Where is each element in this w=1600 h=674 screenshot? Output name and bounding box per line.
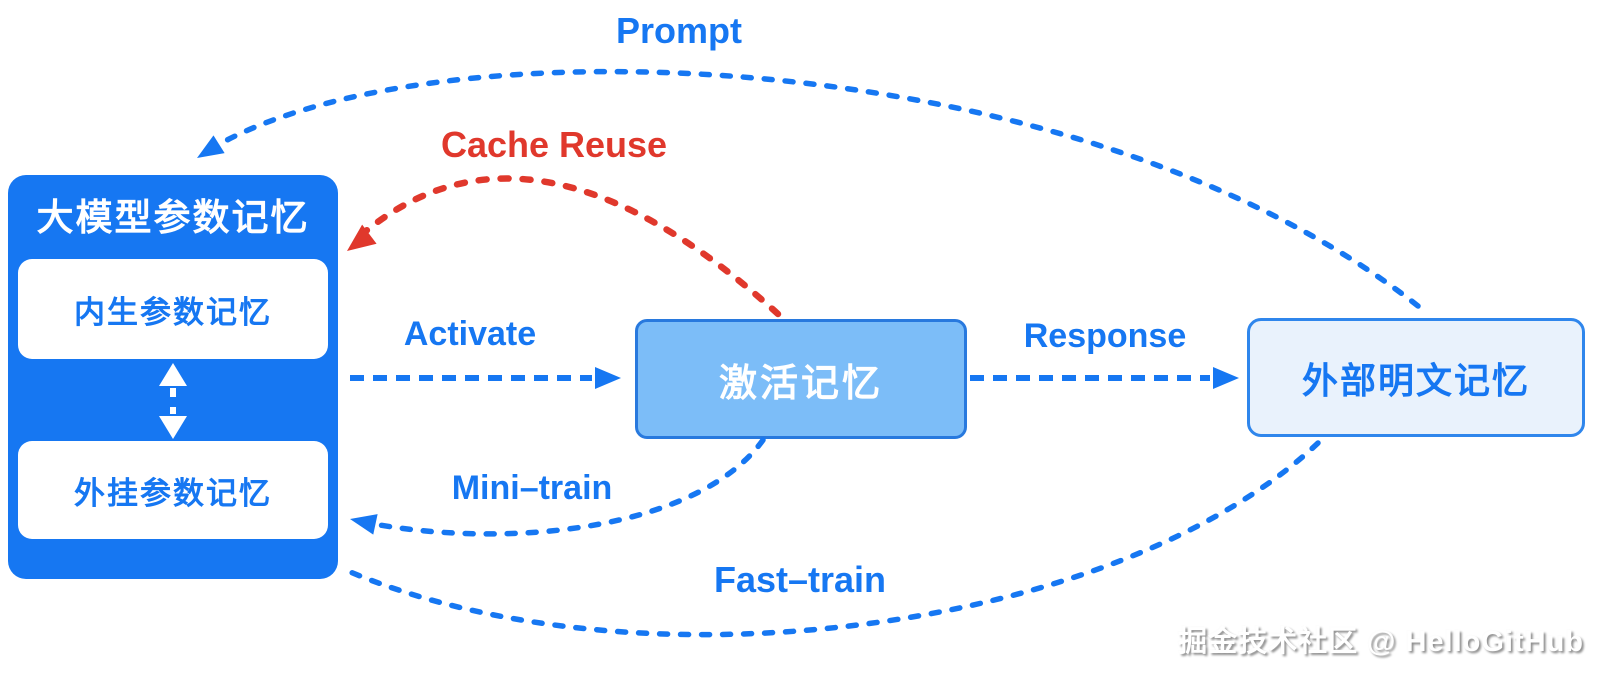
edge-label-prompt: Prompt: [616, 10, 742, 51]
node-llm-parametric-memory: 大模型参数记忆 内生参数记忆 外挂参数记忆: [8, 175, 338, 579]
prompt-arrowhead-icon: [197, 135, 225, 158]
node-plugin-parametric-memory: 外挂参数记忆: [18, 441, 328, 539]
node-label: 外部明文记忆: [1301, 359, 1530, 401]
watermark: 掘金技术社区 @ HelloGitHub: [1178, 626, 1584, 658]
mini-train-arrowhead-icon: [350, 514, 378, 535]
node-title: 大模型参数记忆: [36, 197, 310, 238]
node-intrinsic-parametric-memory: 内生参数记忆: [18, 259, 328, 359]
node-external-plaintext-memory: 外部明文记忆: [1247, 318, 1585, 437]
activate-arrowhead-icon: [595, 367, 621, 389]
node-label: 激活记忆: [718, 362, 883, 405]
edge-label-response: Response: [1023, 317, 1187, 355]
edge-label-mini-train: Mini–train: [451, 469, 613, 507]
node-label: 内生参数记忆: [74, 294, 272, 330]
prompt-edge-line: [203, 68, 1421, 309]
edge-label-fast-train: Fast–train: [713, 559, 887, 600]
node-label: 外挂参数记忆: [74, 475, 272, 511]
node-activated-memory: 激活记忆: [635, 319, 967, 439]
edge-label-activate: Activate: [403, 315, 537, 353]
cache-reuse-arrowhead-icon: [347, 224, 377, 251]
edge-label-cache-reuse: Cache Reuse: [440, 124, 668, 165]
cache-reuse-edge-line: [348, 175, 782, 318]
response-arrowhead-icon: [1213, 367, 1239, 389]
